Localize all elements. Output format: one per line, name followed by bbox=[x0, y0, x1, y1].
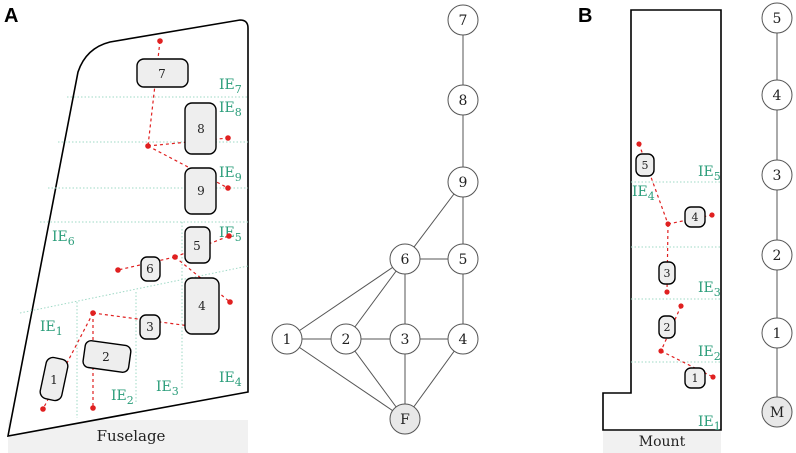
svg-text:1: 1 bbox=[50, 373, 58, 387]
component-3: 3 bbox=[139, 314, 161, 340]
svg-text:5: 5 bbox=[459, 252, 468, 268]
graph-b-node-5: 5 bbox=[761, 2, 793, 34]
component-6: 6 bbox=[140, 256, 161, 282]
panel-b-label: B bbox=[578, 5, 592, 27]
svg-text:M: M bbox=[770, 405, 784, 421]
svg-text:2: 2 bbox=[342, 332, 351, 348]
graph-a-node-4: 4 bbox=[447, 323, 479, 355]
ie3-label: IE3 bbox=[156, 379, 179, 398]
svg-text:8: 8 bbox=[459, 93, 468, 109]
mount-component-4: 4 bbox=[684, 206, 706, 228]
svg-text:2: 2 bbox=[102, 350, 110, 364]
graph-b-node-1: 1 bbox=[761, 317, 793, 349]
mount-outline bbox=[602, 9, 722, 431]
mount-ie1-label: IE1 bbox=[698, 414, 721, 433]
fuselage-components: 7 8 9 5 6 4 3 bbox=[39, 58, 220, 402]
graph-a-node-7: 7 bbox=[447, 4, 479, 36]
ie9-label: IE9 bbox=[219, 165, 242, 184]
graph-a-node-9: 9 bbox=[447, 166, 479, 198]
ie2-label: IE2 bbox=[111, 388, 134, 407]
svg-text:2: 2 bbox=[664, 321, 671, 334]
ie6-label: IE6 bbox=[52, 229, 75, 248]
svg-text:3: 3 bbox=[773, 168, 782, 184]
svg-text:6: 6 bbox=[401, 252, 410, 268]
graph-a-node-2: 2 bbox=[330, 323, 362, 355]
mount-component-3: 3 bbox=[658, 261, 676, 285]
svg-text:3: 3 bbox=[401, 332, 410, 348]
component-8: 8 bbox=[184, 102, 217, 155]
svg-text:4: 4 bbox=[773, 88, 782, 104]
mount-caption: Mount bbox=[639, 434, 686, 450]
svg-text:3: 3 bbox=[146, 320, 154, 334]
component-7: 7 bbox=[136, 58, 189, 88]
fuselage-ie-labels: IE7 IE8 IE9 IE5 IE6 IE1 IE2 IE3 IE4 bbox=[40, 77, 242, 407]
mount-component-2: 2 bbox=[658, 315, 676, 339]
mount-ie-labels: IE5 IE4 IE3 IE2 IE1 bbox=[632, 164, 721, 433]
graph-b: 5 4 3 2 1 M bbox=[761, 2, 793, 428]
mount-ie3-label: IE3 bbox=[698, 280, 721, 299]
panel-a-label: A bbox=[4, 5, 18, 27]
component-5: 5 bbox=[184, 226, 211, 264]
svg-text:1: 1 bbox=[773, 326, 782, 342]
svg-text:5: 5 bbox=[773, 11, 782, 27]
graph-a-node-f: F bbox=[389, 403, 421, 435]
svg-text:9: 9 bbox=[197, 184, 205, 198]
svg-text:2: 2 bbox=[773, 248, 782, 264]
component-1: 1 bbox=[39, 356, 69, 402]
graph-a-node-5: 5 bbox=[447, 243, 479, 275]
svg-text:1: 1 bbox=[283, 332, 292, 348]
svg-text:4: 4 bbox=[459, 332, 468, 348]
mount-component-1: 1 bbox=[684, 367, 706, 389]
svg-text:F: F bbox=[400, 412, 410, 428]
component-4: 4 bbox=[184, 277, 220, 335]
component-2: 2 bbox=[82, 340, 132, 373]
fuselage-caption: Fuselage bbox=[97, 427, 166, 445]
graph-a: 7 8 9 6 5 1 2 3 4 F bbox=[271, 4, 479, 435]
graph-a-edges bbox=[286, 20, 464, 420]
mount-grid bbox=[631, 181, 721, 363]
mount-ie5-label: IE5 bbox=[698, 164, 721, 183]
mount-ie4-label: IE4 bbox=[632, 184, 655, 203]
graph-b-node-2: 2 bbox=[761, 239, 793, 271]
graph-b-node-3: 3 bbox=[761, 159, 793, 191]
mount-caption-band bbox=[603, 431, 721, 453]
graph-a-node-8: 8 bbox=[447, 84, 479, 116]
component-9: 9 bbox=[184, 167, 217, 215]
graph-b-node-4: 4 bbox=[761, 79, 793, 111]
svg-text:5: 5 bbox=[193, 239, 201, 253]
mount-component-5: 5 bbox=[635, 153, 655, 177]
fuselage-diagram: IE7 IE8 IE9 IE5 IE6 IE1 IE2 IE3 IE4 bbox=[6, 19, 249, 453]
graph-a-node-3: 3 bbox=[389, 323, 421, 355]
svg-text:4: 4 bbox=[692, 211, 699, 224]
ie1-label: IE1 bbox=[40, 319, 63, 338]
mount-ie2-label: IE2 bbox=[698, 344, 721, 363]
ie7-label: IE7 bbox=[219, 77, 242, 96]
svg-text:5: 5 bbox=[642, 159, 649, 172]
ie4-label: IE4 bbox=[219, 370, 242, 389]
graph-a-node-1: 1 bbox=[271, 323, 303, 355]
svg-text:9: 9 bbox=[459, 175, 468, 191]
svg-text:7: 7 bbox=[459, 13, 468, 29]
svg-text:7: 7 bbox=[158, 67, 166, 81]
ie8-label: IE8 bbox=[219, 100, 242, 119]
svg-text:3: 3 bbox=[664, 267, 671, 280]
svg-text:1: 1 bbox=[692, 372, 699, 385]
svg-text:4: 4 bbox=[198, 299, 206, 313]
svg-text:6: 6 bbox=[146, 262, 154, 276]
svg-text:8: 8 bbox=[197, 122, 205, 136]
graph-a-node-6: 6 bbox=[389, 243, 421, 275]
mount-components: 5 4 3 2 1 bbox=[635, 153, 706, 389]
mount-diagram: IE5 IE4 IE3 IE2 IE1 5 4 3 2 1 bbox=[602, 9, 722, 453]
graph-b-node-m: M bbox=[761, 396, 793, 428]
